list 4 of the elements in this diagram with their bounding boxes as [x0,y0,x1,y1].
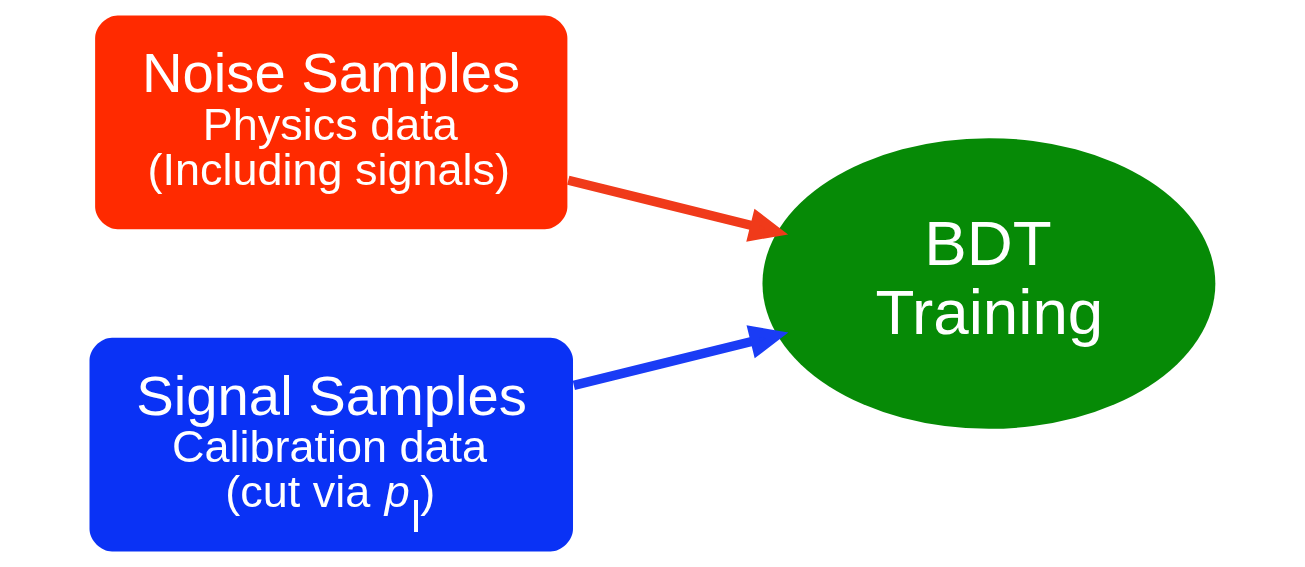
node-box: Noise Samples Physics data (Including signals) [95,15,568,230]
node-ellipse: BDT Training [762,138,1216,429]
arrow [567,175,789,242]
arrow [572,325,789,390]
